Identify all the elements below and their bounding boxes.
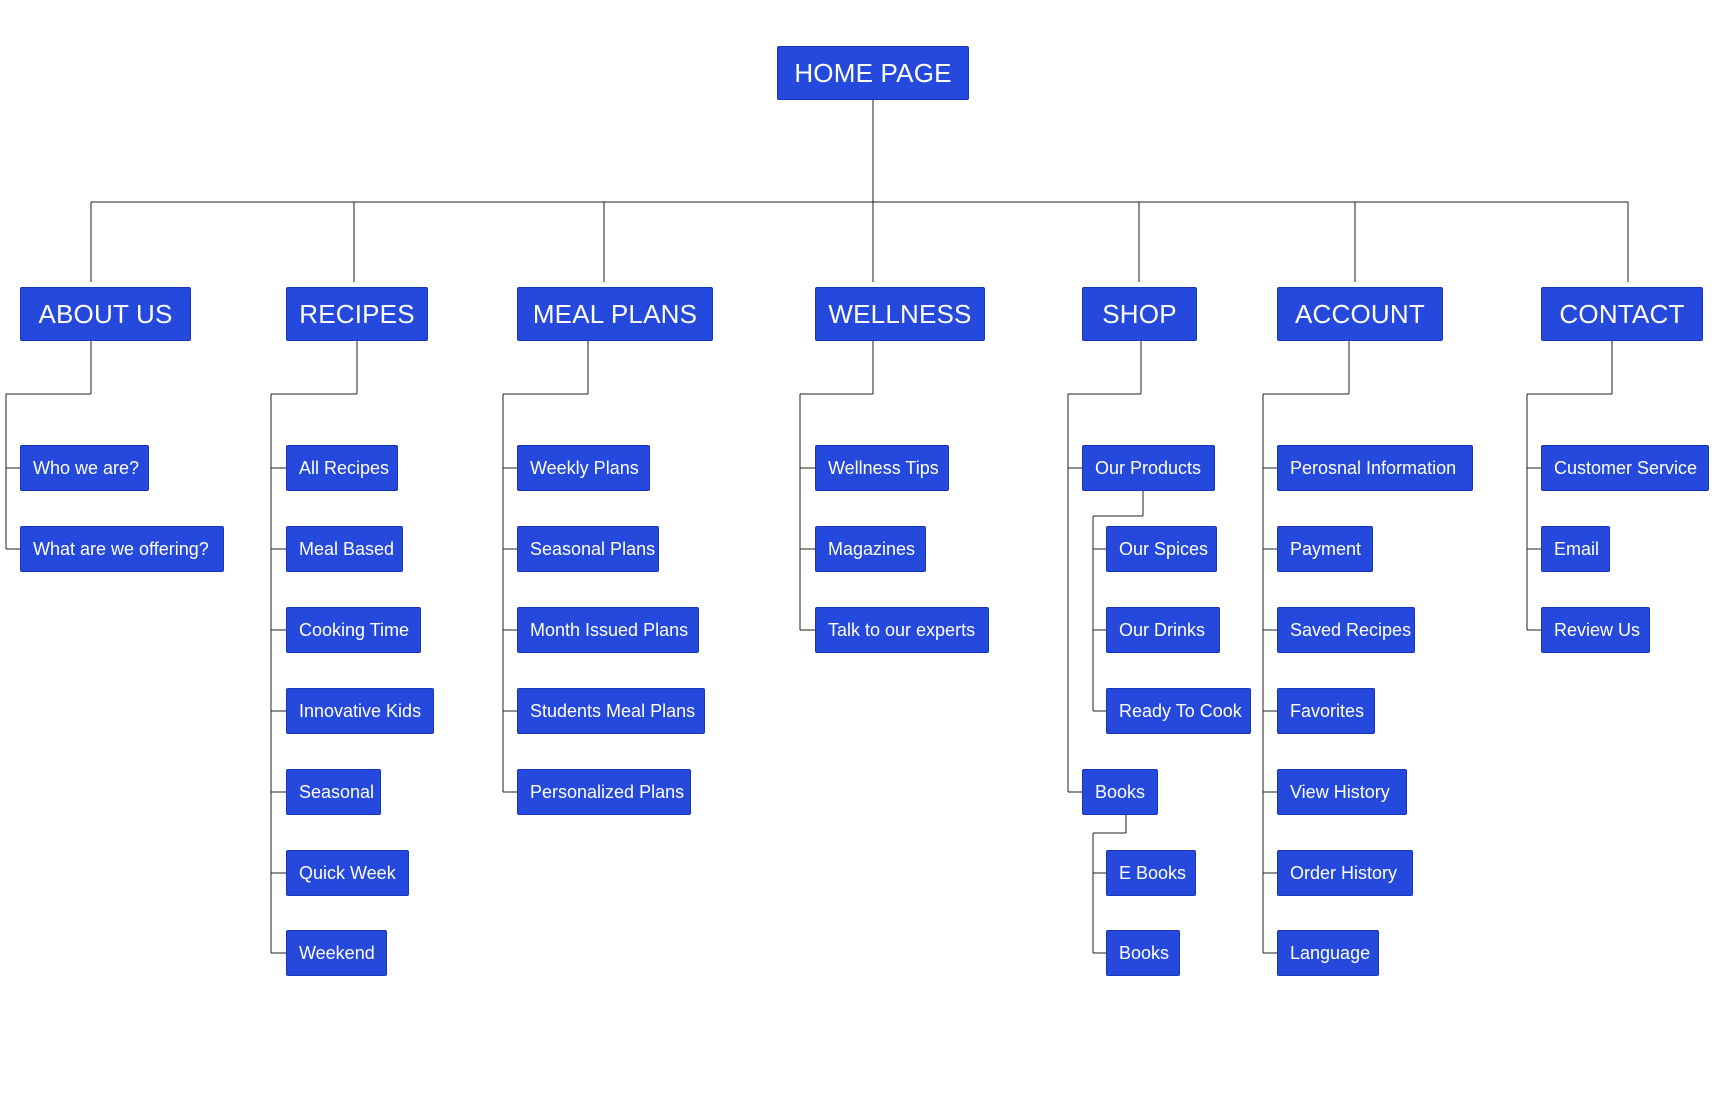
page-innovative-kids[interactable]: Innovative Kids (286, 688, 434, 734)
page-quick-week[interactable]: Quick Week (286, 850, 409, 896)
page-personalized-plans[interactable]: Personalized Plans (517, 769, 691, 815)
page-books[interactable]: Books (1082, 769, 1158, 815)
page-month-issued-plans[interactable]: Month Issued Plans (517, 607, 699, 653)
page-what-are-we-offering[interactable]: What are we offering? (20, 526, 224, 572)
section-shop[interactable]: SHOP (1082, 287, 1197, 341)
section-meal-plans[interactable]: MEAL PLANS (517, 287, 713, 341)
page-all-recipes[interactable]: All Recipes (286, 445, 398, 491)
page-students-meal-plans[interactable]: Students Meal Plans (517, 688, 705, 734)
page-email[interactable]: Email (1541, 526, 1610, 572)
section-account[interactable]: ACCOUNT (1277, 287, 1443, 341)
page-saved-recipes[interactable]: Saved Recipes (1277, 607, 1415, 653)
page-favorites[interactable]: Favorites (1277, 688, 1375, 734)
page-meal-based[interactable]: Meal Based (286, 526, 403, 572)
page-review-us[interactable]: Review Us (1541, 607, 1650, 653)
page-seasonal[interactable]: Seasonal (286, 769, 381, 815)
page-wellness-tips[interactable]: Wellness Tips (815, 445, 949, 491)
section-recipes[interactable]: RECIPES (286, 287, 428, 341)
page-who-we-are[interactable]: Who we are? (20, 445, 149, 491)
section-about-us[interactable]: ABOUT US (20, 287, 191, 341)
page-language[interactable]: Language (1277, 930, 1379, 976)
page-order-history[interactable]: Order History (1277, 850, 1413, 896)
page-e-books[interactable]: E Books (1106, 850, 1196, 896)
home-page-node[interactable]: HOME PAGE (777, 46, 969, 100)
page-ready-to-cook[interactable]: Ready To Cook (1106, 688, 1251, 734)
page-magazines[interactable]: Magazines (815, 526, 926, 572)
page-weekend[interactable]: Weekend (286, 930, 387, 976)
page-talk-to-our-experts[interactable]: Talk to our experts (815, 607, 989, 653)
page-our-drinks[interactable]: Our Drinks (1106, 607, 1220, 653)
page-our-spices[interactable]: Our Spices (1106, 526, 1217, 572)
page-customer-service[interactable]: Customer Service (1541, 445, 1709, 491)
page-payment[interactable]: Payment (1277, 526, 1373, 572)
page-weekly-plans[interactable]: Weekly Plans (517, 445, 650, 491)
page-our-products[interactable]: Our Products (1082, 445, 1215, 491)
page-cooking-time[interactable]: Cooking Time (286, 607, 421, 653)
section-contact[interactable]: CONTACT (1541, 287, 1703, 341)
page-books-sub[interactable]: Books (1106, 930, 1180, 976)
page-view-history[interactable]: View History (1277, 769, 1407, 815)
page-personal-information[interactable]: Perosnal Information (1277, 445, 1473, 491)
page-seasonal-plans[interactable]: Seasonal Plans (517, 526, 659, 572)
section-wellness[interactable]: WELLNESS (815, 287, 985, 341)
